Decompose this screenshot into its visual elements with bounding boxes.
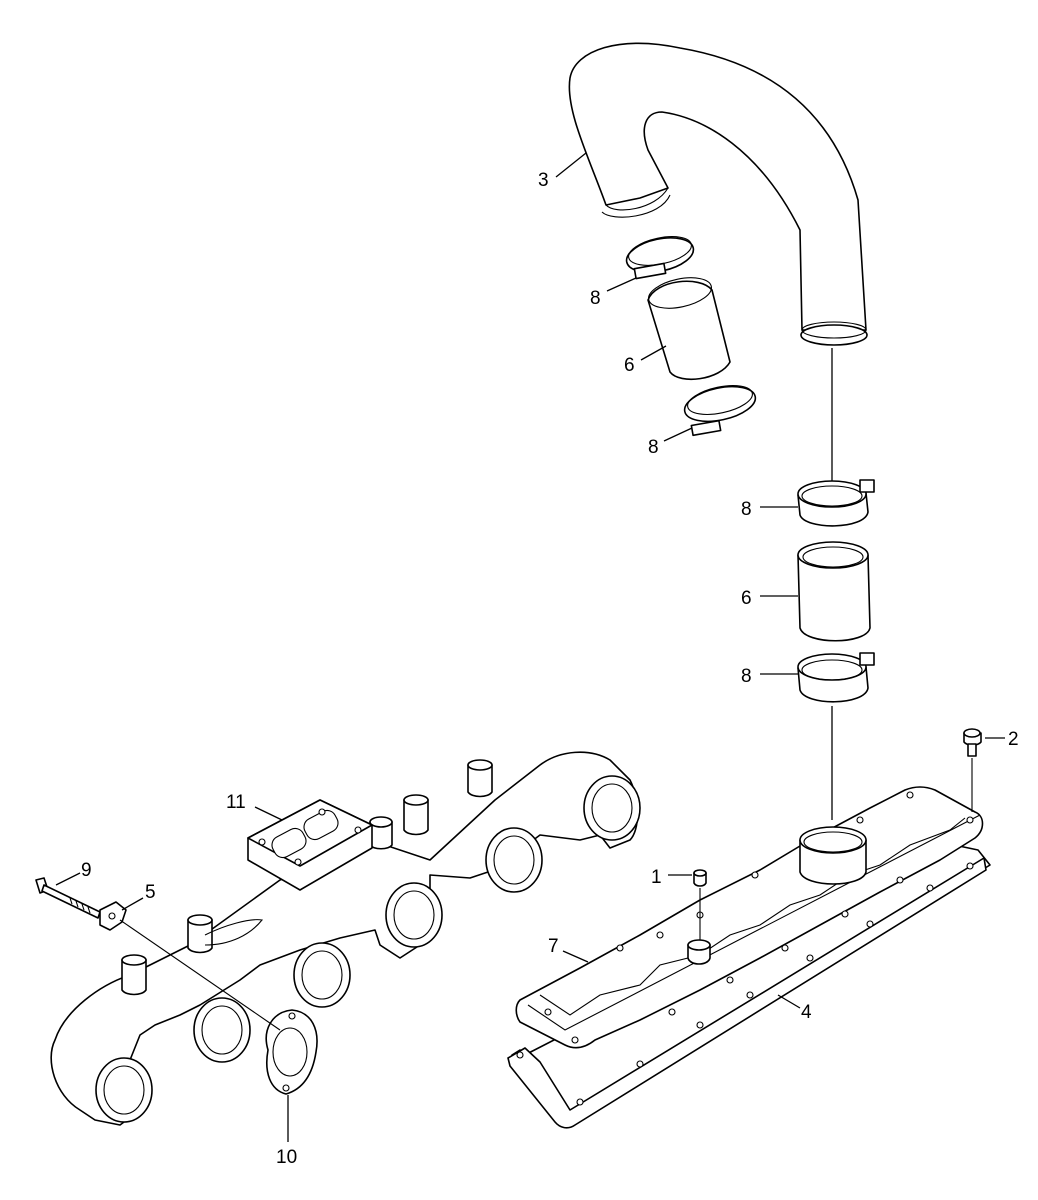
callout-11: 11 (226, 792, 246, 813)
callout-8-right-bottom: 8 (741, 666, 752, 687)
gasket-10 (265, 1009, 318, 1095)
hose-clamp-8-upper (625, 236, 695, 280)
bolt-9-axis-line (119, 919, 281, 1031)
hose-clamp-8-right-top (797, 479, 875, 527)
plug-1 (693, 869, 707, 940)
hose-6-upper (647, 277, 731, 380)
leader-lines (55, 152, 1005, 1142)
callout-8-right-top: 8 (741, 499, 752, 520)
callout-5: 5 (145, 882, 156, 903)
callout-4: 4 (801, 1002, 812, 1023)
hose-clamp-8-right-bottom (797, 652, 875, 703)
bracket-5 (99, 901, 127, 931)
cover-7 (515, 786, 984, 1049)
callout-6-right: 6 (741, 588, 752, 609)
bolt-9 (35, 877, 101, 919)
exhaust-manifold (50, 751, 641, 1126)
hose-clamp-8-middle (683, 385, 757, 437)
callout-8-upper: 8 (590, 288, 601, 309)
callout-9: 9 (81, 860, 92, 881)
callout-3: 3 (538, 170, 549, 191)
callout-8-middle: 8 (648, 437, 659, 458)
pipe-3 (568, 42, 868, 346)
callout-2: 2 (1008, 729, 1019, 750)
bolt-2 (963, 728, 982, 812)
callout-6-upper: 6 (624, 355, 635, 376)
callout-1: 1 (651, 867, 662, 888)
callout-10: 10 (276, 1147, 297, 1168)
hose-6-right (797, 541, 871, 642)
callout-7: 7 (548, 936, 559, 957)
